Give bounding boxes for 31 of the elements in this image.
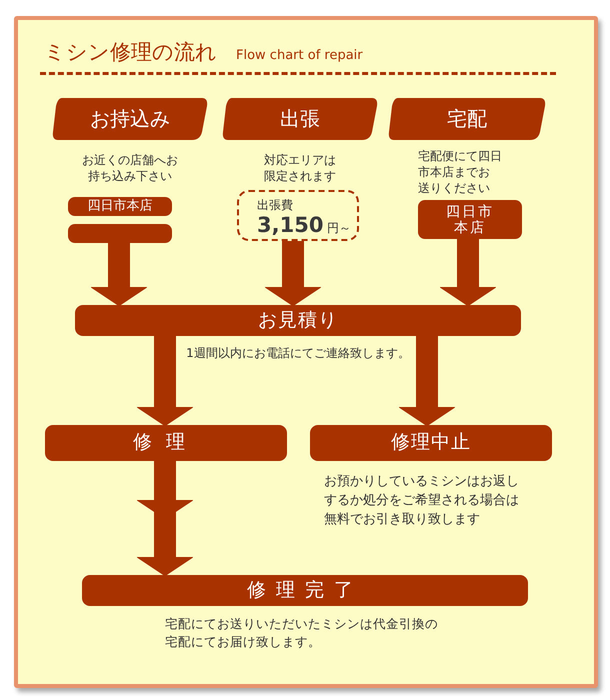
step-label: 修理中止 xyxy=(391,432,471,454)
down-arrow xyxy=(265,241,321,306)
step-label: 四日市本店 xyxy=(88,199,152,214)
price-box xyxy=(237,190,359,241)
step-note: 宅配にてお送りいただいたミシンは代金引換の宅配にてお届け致します。 xyxy=(165,615,439,651)
step-note: 1週間以内にお電話にてご連絡致します。 xyxy=(185,345,411,361)
price-amount: 3,150 xyxy=(257,213,324,237)
step-note: 宅配便にて四日市本店までお送りください xyxy=(418,148,503,196)
step-label: 宅配 xyxy=(447,108,487,130)
step-label: お持込み xyxy=(90,108,170,130)
store-box xyxy=(68,197,172,216)
subtitle: Flow chart of repair xyxy=(236,48,363,63)
step-label: 四日市本店 xyxy=(445,203,495,236)
step-bar xyxy=(45,425,287,461)
down-arrow xyxy=(137,336,193,426)
step-label: 修理 xyxy=(133,432,199,454)
step-note: 対応エリアは限定されます xyxy=(263,152,337,184)
step-note: お預かりしているミシンはお返しするか処分をご希望される場合は無料でお引き取り致します xyxy=(324,473,520,529)
down-arrow xyxy=(399,336,455,426)
store-box xyxy=(68,224,172,243)
down-arrow xyxy=(137,461,193,575)
step-label: 修理完了 xyxy=(247,580,363,602)
step-note: お近くの店舗へお持ち込み下さい xyxy=(81,152,179,184)
price-unit: 円～ xyxy=(327,220,351,237)
title: ミシン修理の流れ xyxy=(44,39,217,66)
step-label: お見積り xyxy=(258,310,338,332)
price-caption: 出張費 xyxy=(257,197,293,214)
down-arrow xyxy=(440,239,496,306)
store-box xyxy=(418,200,522,239)
down-arrow xyxy=(91,243,147,306)
step-label: 出張 xyxy=(280,108,320,130)
